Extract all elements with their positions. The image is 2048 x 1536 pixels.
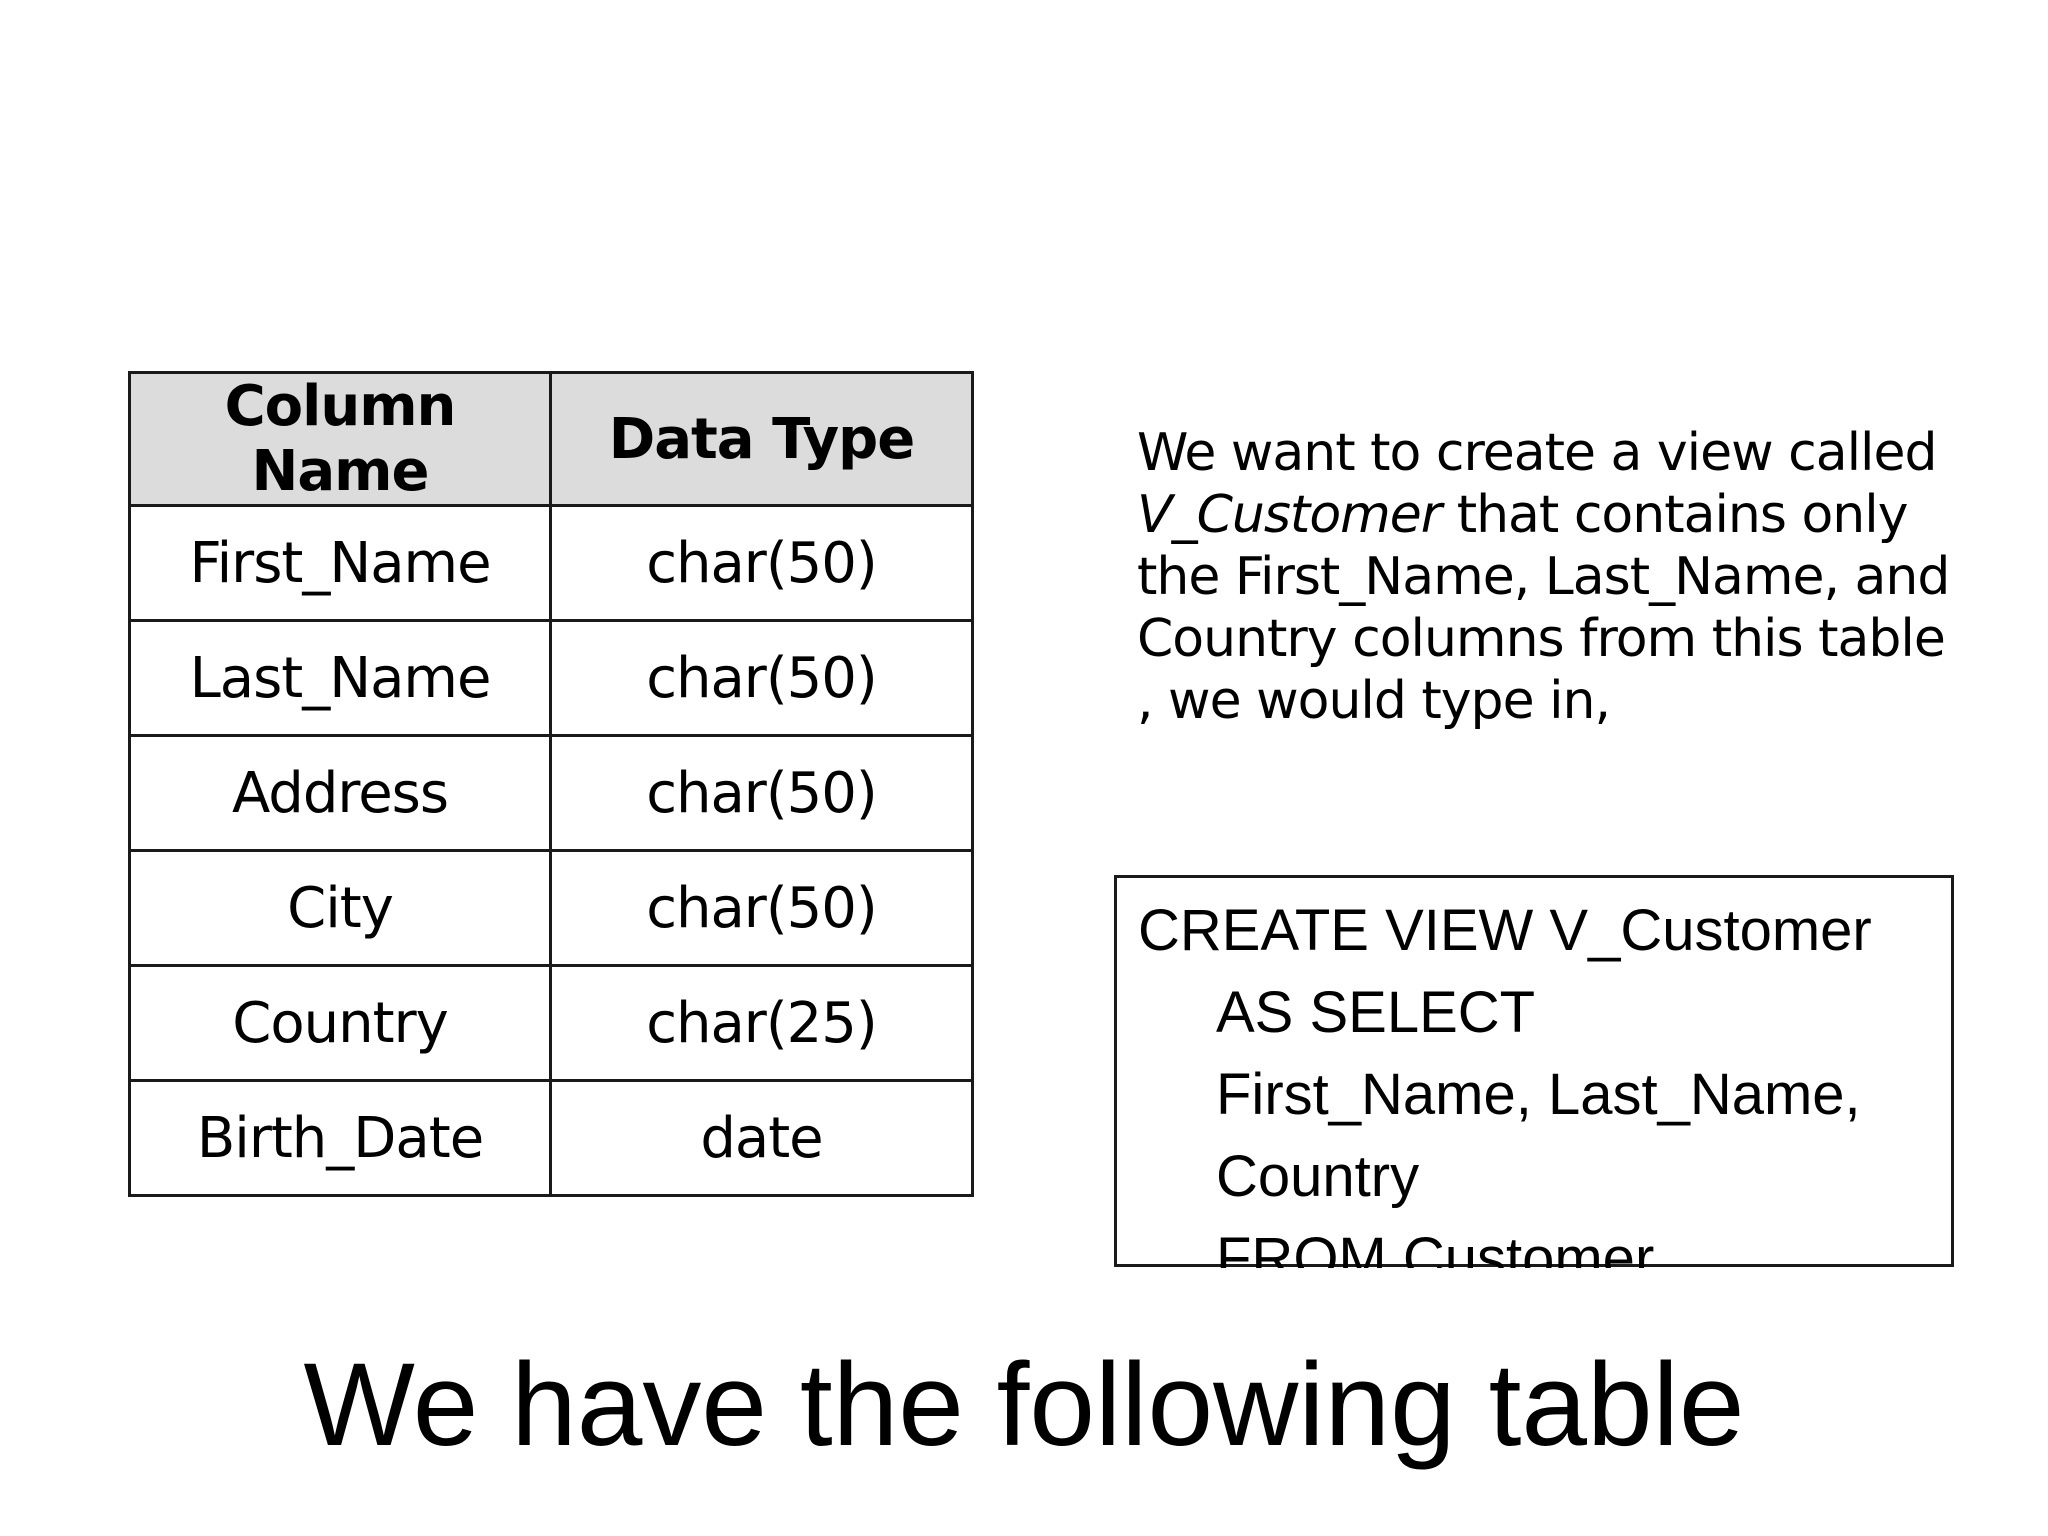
cell-data-type: char(50)	[549, 849, 974, 967]
slide-title: We have the following table	[303, 1339, 1745, 1471]
cell-data-type: char(50)	[549, 504, 974, 622]
table-row: City char(50)	[128, 849, 974, 967]
sql-line: First_Name, Last_Name,	[1216, 1062, 1861, 1127]
header-column-name: Column Name	[128, 371, 552, 507]
cell-column-name: Last_Name	[128, 619, 552, 737]
description-part2: that contains only the First_Name, Last_…	[1137, 485, 1950, 731]
cell-data-type: date	[549, 1079, 974, 1197]
description-text: We want to create a view called V_Custom…	[1137, 422, 1957, 732]
sql-line: CREATE VIEW V_Customer	[1138, 898, 1872, 963]
sql-code-box: CREATE VIEW V_Customer AS SELECT First_N…	[1114, 875, 1954, 1268]
cell-data-type: char(50)	[549, 734, 974, 852]
table-row: First_Name char(50)	[128, 504, 974, 622]
table-row: Address char(50)	[128, 734, 974, 852]
cell-column-name: Birth_Date	[128, 1079, 552, 1197]
table-row: Birth_Date date	[128, 1079, 974, 1197]
cell-data-type: char(50)	[549, 619, 974, 737]
cell-column-name: City	[128, 849, 552, 967]
description-part1: We want to create a view called	[1137, 423, 1938, 483]
sql-line: FROM Customer	[1216, 1226, 1655, 1268]
cell-column-name: First_Name	[128, 504, 552, 622]
cell-column-name: Address	[128, 734, 552, 852]
sql-line: Country	[1216, 1144, 1420, 1209]
cell-column-name: Country	[128, 964, 552, 1082]
sql-line: AS SELECT	[1216, 980, 1536, 1045]
view-name: V_Customer	[1137, 485, 1442, 545]
table-row: Last_Name char(50)	[128, 619, 974, 737]
table-header-row: Column Name Data Type	[128, 371, 974, 507]
header-data-type: Data Type	[549, 371, 974, 507]
table-row: Country char(25)	[128, 964, 974, 1082]
schema-table: Column Name Data Type First_Name char(50…	[128, 371, 974, 1197]
cell-data-type: char(25)	[549, 964, 974, 1082]
